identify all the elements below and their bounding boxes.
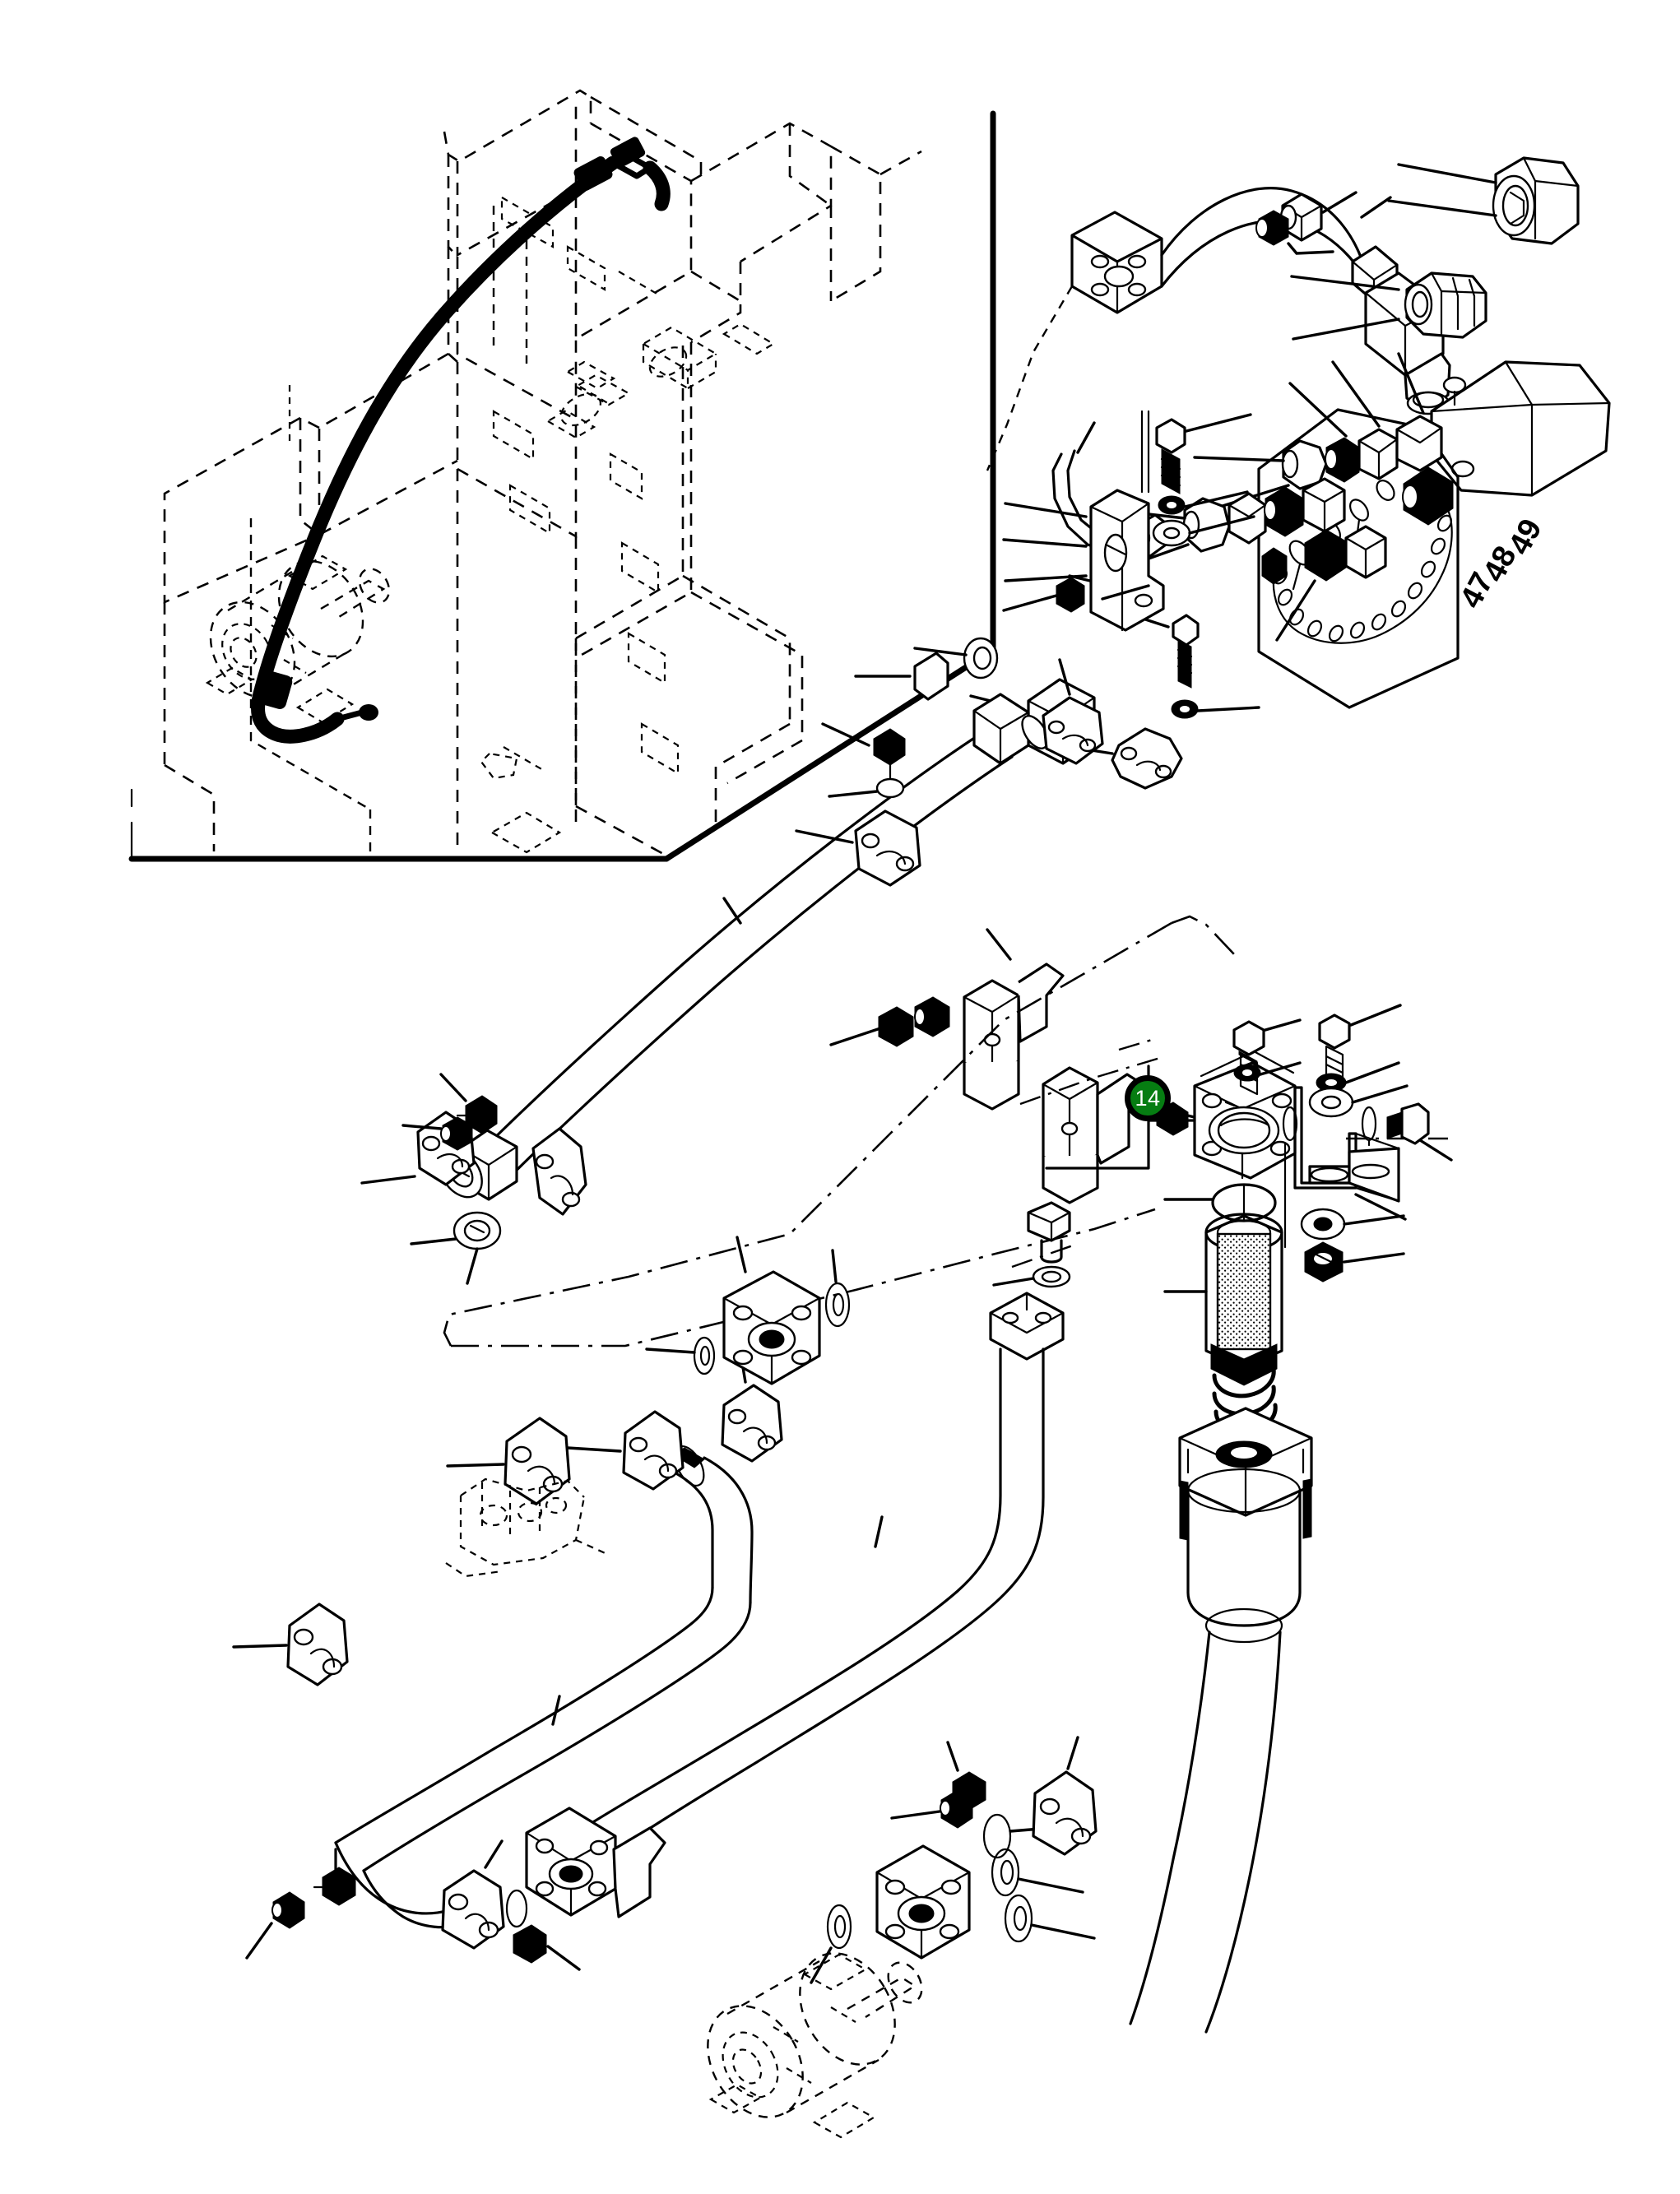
- lower-left-phantom: [445, 1477, 610, 1578]
- swivel-nut-large: [1387, 156, 1580, 245]
- adapter-fitting: [1290, 271, 1487, 341]
- return-tube-right: [525, 1292, 1065, 1918]
- l-bracket-right: [1282, 1004, 1453, 1283]
- long-hose-assembly: [360, 658, 1203, 1285]
- strainer-plug: [992, 1201, 1071, 1288]
- machine-frame-phantom: [163, 89, 922, 857]
- valve-mounting-bracket: [1002, 410, 1255, 632]
- centerline-dash-dot: [443, 915, 1448, 1347]
- hose-end-nut-small: [1255, 191, 1357, 255]
- left-lower-clamp: [232, 1603, 349, 1686]
- inset-valve-phantom: [545, 326, 718, 439]
- suction-strainer-assembly: [1045, 1018, 1313, 2034]
- pressure-hose-inset: [251, 137, 671, 744]
- suction-tube-left: [245, 1236, 851, 1971]
- pump-phantom-lower: [707, 1952, 923, 2139]
- callout-badge-14[interactable]: 14: [1125, 1075, 1171, 1121]
- lower-flange-hardware: [810, 1736, 1098, 1984]
